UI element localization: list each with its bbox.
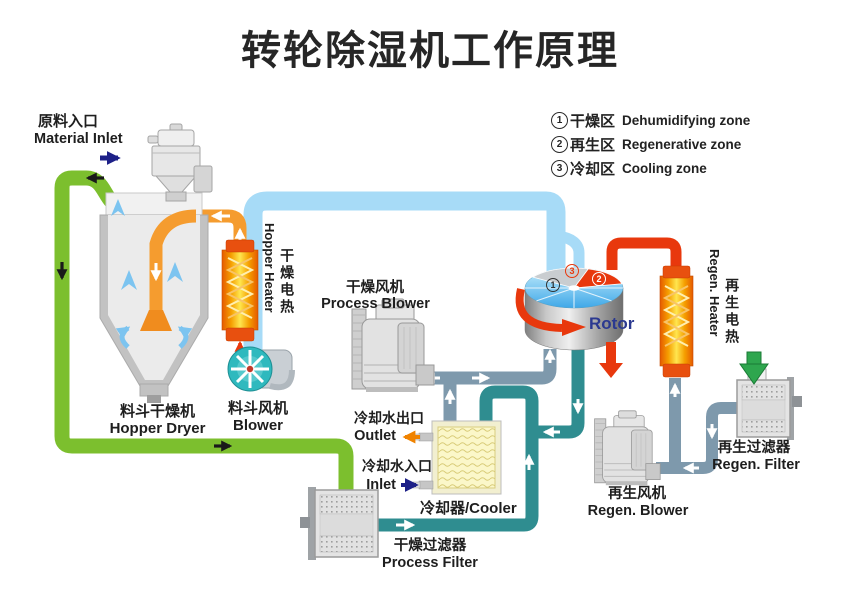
regen-exhaust-arrow [599, 342, 623, 378]
regen-filter [736, 368, 802, 440]
legend-item-cooling: 3 冷却区 Cooling zone [551, 158, 707, 178]
hopper-heater-label-en: Hopper Heater [261, 223, 277, 313]
regen-blower [594, 410, 661, 486]
rotation-arrow [515, 288, 563, 332]
rotor-label: Rotor [589, 314, 635, 333]
hopper-blower-label-en: Blower [232, 417, 283, 434]
legend-num-2: 2 [551, 135, 568, 153]
regen-blower-label-zh: 再生风机 [608, 486, 666, 502]
process-blower-label-zh: 干燥风机 [346, 280, 404, 296]
hot-regen-air-pipe [606, 237, 682, 272]
regen-heater-label-zh: 再生电热 [724, 278, 741, 346]
regen-heater-label-en: Regen. Heater [706, 249, 722, 337]
cooling-outlet-label-zh: 冷却水出口 [354, 410, 424, 426]
page-title: 转轮除湿机工作原理 [241, 29, 619, 73]
regen-filter-label-zh: 再生过滤器 [717, 440, 791, 456]
cooler [401, 420, 502, 495]
legend-en-2: Regenerative zone [622, 136, 742, 152]
hopper-blower-fan [227, 346, 295, 392]
cooling-outlet-label-en: Outlet [354, 428, 396, 444]
legend-item-regenerative: 2 再生区 Regenerative zone [551, 134, 741, 154]
hopper-heater-label-zh: 干燥电热 [279, 248, 296, 316]
cooler-label: 冷却器/Cooler [420, 500, 517, 517]
regen-blower-label-en: Regen. Blower [587, 503, 689, 519]
legend-zh-1: 干燥区 [570, 112, 616, 130]
rotor [515, 267, 624, 351]
process-filter [300, 487, 379, 560]
hopper-air-arrows [111, 199, 183, 290]
dry-process-air-pipe [243, 191, 585, 364]
hopper-blower-label-zh: 料斗风机 [227, 400, 288, 417]
legend-en-3: Cooling zone [622, 160, 707, 176]
rotor-zone-1-badge: 1 [546, 278, 560, 292]
process-blower [351, 298, 435, 393]
ambient-air-pipes [423, 348, 748, 474]
regen-heater [659, 265, 694, 378]
process-filter-label-zh: 干燥过滤器 [393, 538, 467, 554]
hopper-dryer-label-en: Hopper Dryer [109, 420, 206, 437]
material-loader [147, 123, 213, 202]
regen-filter-label-en: Regen. Filter [712, 457, 800, 473]
hopper-heater [221, 239, 259, 352]
rotor-zone-2-badge: 2 [592, 272, 606, 286]
legend-zh-2: 再生区 [570, 136, 616, 154]
hopper-dryer-label-zh: 料斗干燥机 [119, 403, 195, 420]
material-inlet-label-zh: 原料入口 [38, 113, 99, 130]
process-filter-label-en: Process Filter [382, 555, 478, 571]
cooling-loop-pipes [370, 347, 585, 532]
material-inlet-label-en: Material Inlet [34, 131, 123, 147]
rotor-zone-3-badge: 3 [565, 264, 579, 278]
process-blower-label-en: Process Blower [321, 296, 430, 312]
legend-en-1: Dehumidifying zone [622, 112, 751, 128]
moist-return-air-pipe [54, 170, 354, 497]
hopper-dryer [99, 192, 209, 403]
cooling-inlet-label-zh: 冷却水入口 [362, 458, 432, 474]
ambient-intake-arrow [739, 351, 769, 385]
cooling-inlet-label-en: Inlet [366, 477, 396, 493]
legend-zh-3: 冷却区 [570, 160, 616, 178]
spreader-cone [140, 310, 172, 331]
legend-item-dehumidifying: 1 干燥区 Dehumidifying zone [551, 110, 750, 130]
legend-num-3: 3 [551, 159, 568, 177]
legend-num-1: 1 [551, 111, 568, 129]
